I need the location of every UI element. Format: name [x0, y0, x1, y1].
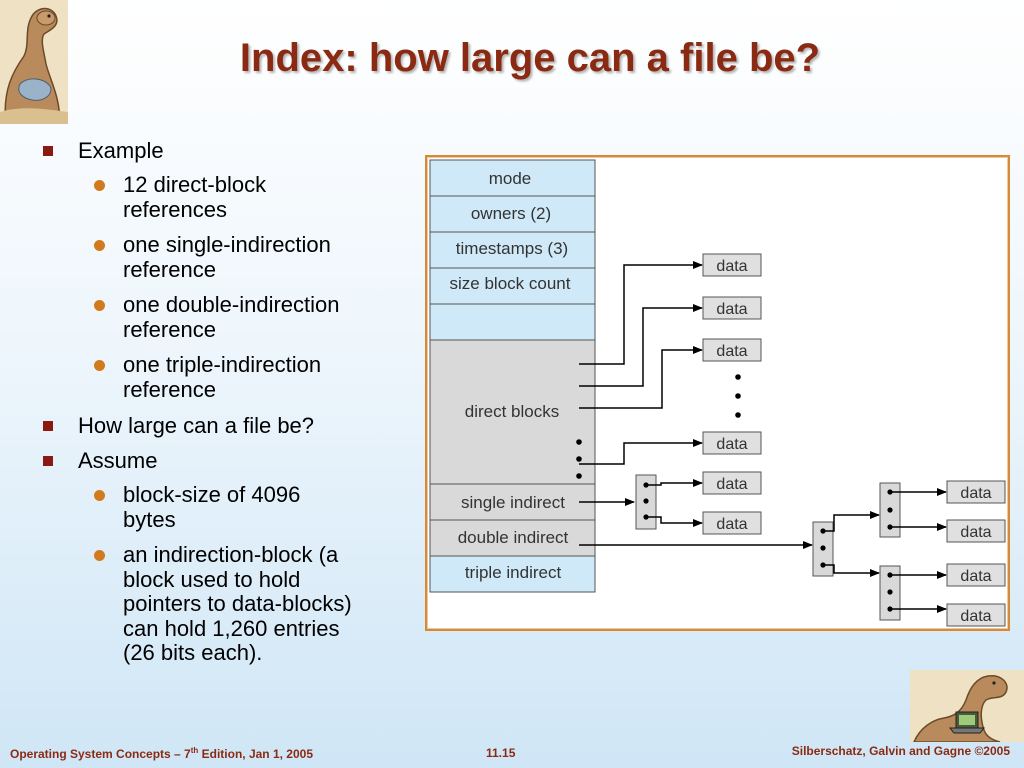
sub-bullet-line: one single-indirection — [123, 232, 331, 257]
data-blocks — [702, 253, 1006, 627]
pointer-arrow — [579, 439, 703, 465]
pointer-arrow — [823, 564, 880, 577]
second-level-block-upper — [879, 482, 901, 538]
data-block-label: data — [716, 258, 747, 275]
round-bullet-icon — [94, 300, 105, 311]
sub-bullet-line: can hold 1,260 entries — [123, 615, 340, 641]
field-size-block-count: size block count — [450, 274, 571, 293]
dinosaur-logo — [0, 0, 68, 124]
bullet-text: How large can a file be? — [78, 413, 315, 438]
sub-bullet-line: 12 direct-block — [123, 172, 267, 197]
field-timestamps: timestamps (3) — [456, 239, 568, 258]
field-direct-blocks: direct blocks — [465, 402, 559, 421]
sub-bullet-line: one double-indirection — [123, 292, 340, 317]
square-bullet-icon — [43, 421, 53, 431]
pointer-arrow — [646, 479, 703, 487]
bullet-example: Example — [40, 138, 410, 164]
footer-book-suffix: Edition, Jan 1, 2005 — [198, 747, 314, 761]
data-block-label: data — [960, 485, 991, 502]
inode-blank-cell — [429, 303, 596, 341]
round-bullet-icon — [94, 550, 105, 561]
bullet-text: Example — [78, 138, 164, 163]
sub-bullet-line: block-size of 4096 — [123, 482, 301, 507]
footer-book-prefix: Operating System Concepts – 7 — [10, 747, 191, 761]
inode-triple-indirect-cell — [429, 555, 596, 593]
sub-bullet-line: reference — [123, 256, 216, 282]
data-block-label: data — [716, 476, 747, 493]
second-level-block-lower — [879, 565, 901, 621]
data-block-label: data — [716, 301, 747, 318]
sub-bullet-line: block used to hold — [123, 566, 301, 592]
inode-diagram: mode owners (2) timestamps (3) size bloc… — [429, 159, 1006, 627]
round-bullet-icon — [94, 360, 105, 371]
data-block-label: data — [960, 524, 991, 541]
single-indirect-block — [635, 474, 657, 530]
footer-book-title: Operating System Concepts – 7th Edition,… — [10, 746, 313, 761]
bullet-text: Assume — [78, 448, 158, 473]
direct-pointers — [579, 261, 813, 549]
dinosaur-laptop-logo — [910, 670, 1024, 742]
sub-bullet-line: references — [123, 196, 227, 222]
field-double-indirect: double indirect — [458, 528, 569, 547]
sub-bullet-line: an indirection-block (a — [123, 542, 339, 567]
data-block-label: data — [716, 343, 747, 360]
round-bullet-icon — [94, 180, 105, 191]
footer-page-number: 11.15 — [486, 746, 516, 760]
inode-double-indirect-cell — [429, 519, 596, 557]
inode-diagram-frame: mode owners (2) timestamps (3) size bloc… — [425, 155, 1010, 631]
inode-table — [429, 159, 596, 593]
field-single-indirect: single indirect — [461, 493, 565, 512]
sub-bullet-line: pointers to data-blocks) — [123, 591, 352, 616]
pointer-arrow — [579, 261, 703, 365]
double-indirect-block — [812, 521, 834, 577]
sub-bullet-line: reference — [123, 376, 216, 402]
ellipsis-dots — [576, 374, 741, 479]
bullet-assume: Assume — [40, 448, 410, 474]
data-block-label: data — [716, 516, 747, 533]
pointer-arrow — [579, 346, 703, 409]
round-bullet-icon — [94, 240, 105, 251]
inode-timestamps-cell — [429, 231, 596, 269]
square-bullet-icon — [43, 456, 53, 466]
sub-bullet-line: (26 bits each). — [123, 640, 263, 665]
slide-title: Index: how large can a file be? — [239, 36, 821, 80]
pointer-arrow — [823, 511, 880, 532]
data-block-label: data — [716, 436, 747, 453]
pointer-arrow — [579, 304, 703, 387]
sub-bullet-line: bytes — [123, 506, 176, 532]
inode-owners-cell — [429, 195, 596, 233]
data-block-label: data — [960, 568, 991, 585]
sub-bullet-line: one triple-indirection — [123, 352, 322, 377]
field-mode: mode — [489, 169, 532, 188]
pointer-arrow — [646, 516, 703, 527]
sub-bullet-line: reference — [123, 316, 216, 342]
footer-authors: Silberschatz, Galvin and Gagne ©2005 — [791, 744, 1010, 758]
footer-book-superscript: th — [190, 746, 199, 755]
square-bullet-icon — [43, 146, 53, 156]
round-bullet-icon — [94, 490, 105, 501]
data-block-label: data — [960, 608, 991, 625]
bullet-question: How large can a file be? — [40, 413, 410, 439]
field-triple-indirect: triple indirect — [465, 563, 562, 582]
inode-mode-cell — [429, 159, 596, 197]
field-owners: owners (2) — [471, 204, 551, 223]
